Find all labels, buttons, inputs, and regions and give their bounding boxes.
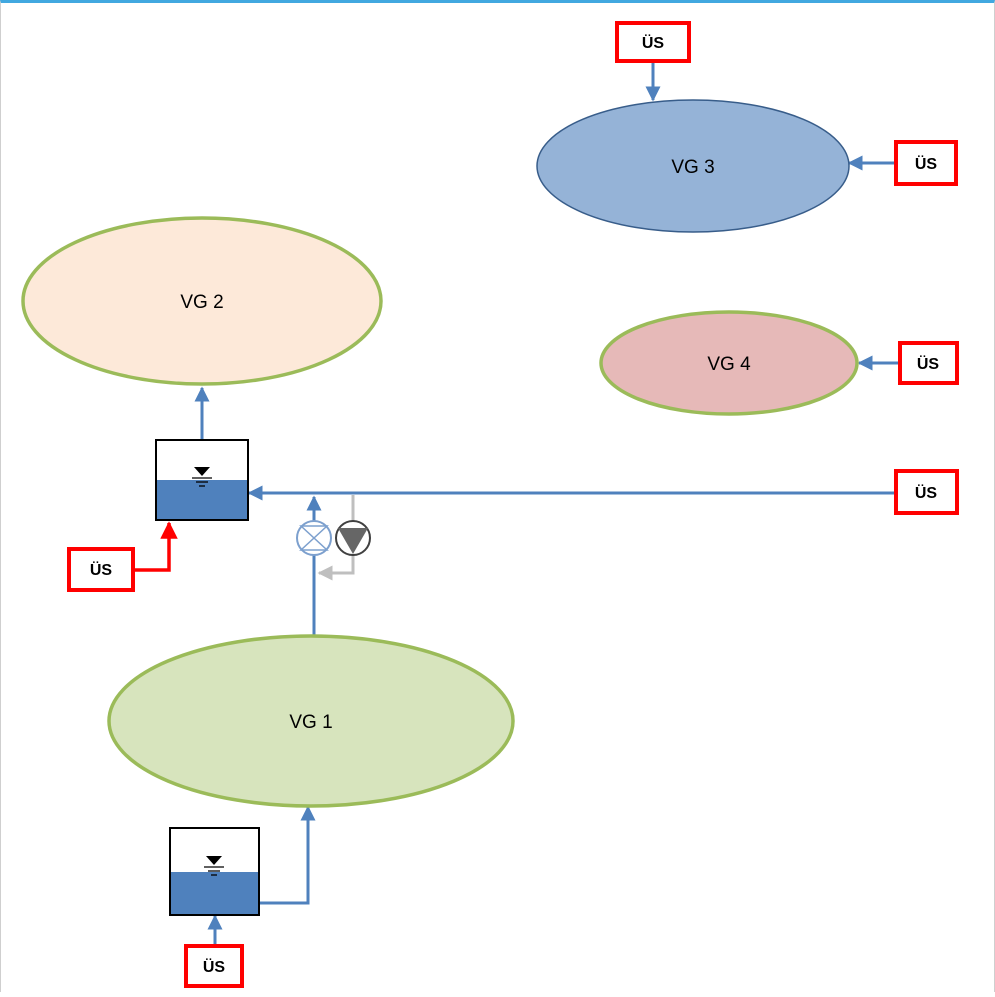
transfer-point-lower-tank: ÜS: [184, 944, 244, 988]
svg-text:ÜS: ÜS: [642, 33, 665, 52]
svg-text:ÜS: ÜS: [203, 957, 226, 976]
zone-vg2-shape: [21, 216, 383, 386]
zone-vg3-shape: [536, 99, 850, 233]
pipe-us-to-upper-tank: [134, 521, 178, 572]
svg-text:ÜS: ÜS: [915, 483, 938, 502]
transfer-point-vg4: ÜS: [898, 341, 959, 385]
transfer-point-vg3-right: ÜS: [894, 140, 958, 186]
zone-vg1-shape: [107, 634, 515, 808]
zone-vg4: VG 4: [599, 310, 859, 416]
zone-vg4-shape: [599, 310, 859, 416]
transfer-point-upper-tank: ÜS: [67, 547, 135, 592]
zone-vg1-label: VG 1: [289, 712, 332, 733]
svg-text:ÜS: ÜS: [90, 560, 113, 579]
zone-vg3: VG 3: [536, 99, 850, 233]
transfer-point-vg3-top: ÜS: [615, 21, 691, 63]
zone-vg4-label: VG 4: [707, 354, 751, 375]
pipe-tank-to-vg1: [259, 805, 316, 905]
transfer-point-main-line: ÜS: [894, 469, 959, 515]
zone-vg3-label: VG 3: [671, 157, 714, 178]
svg-text:ÜS: ÜS: [917, 354, 940, 373]
water-level-icon: [204, 856, 224, 876]
valve-icon: [296, 520, 332, 556]
zone-vg1: VG 1: [107, 634, 515, 808]
network-diagram-svg: VG 3 VG 2 VG 4 VG 1: [21, 21, 959, 988]
pump-icon: [335, 520, 371, 556]
svg-text:ÜS: ÜS: [915, 154, 938, 173]
tank-upper: [155, 439, 249, 521]
tank-lower: [169, 827, 260, 916]
zone-vg2: VG 2: [21, 216, 383, 386]
zone-vg2-label: VG 2: [180, 292, 223, 313]
water-level-icon: [192, 467, 212, 487]
